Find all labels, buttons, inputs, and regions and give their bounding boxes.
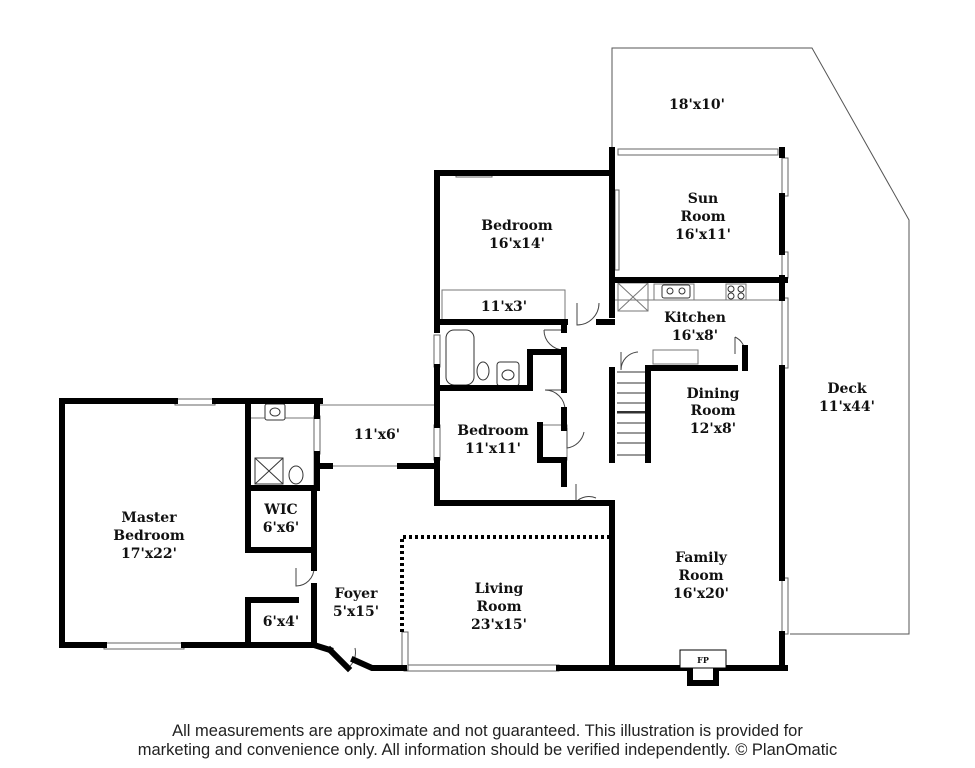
room-dims-porch: 11'x6' <box>354 427 400 443</box>
room-name-sun-room-line1: Sun <box>688 191 718 207</box>
toilet-icon <box>476 361 490 381</box>
room-name-family-line1: Family <box>675 550 728 566</box>
stove-icon <box>727 285 735 293</box>
deck-outline <box>611 47 910 635</box>
room-dims-deck: 11'x44' <box>819 399 875 415</box>
room-dims-family: 16'x20' <box>673 586 729 602</box>
room-dims-sun-room: 16'x11' <box>675 227 731 243</box>
room-name-bedroom-1: Bedroom <box>481 218 553 234</box>
room-dims-dining: 12'x8' <box>690 421 736 437</box>
room-dims-master: 17'x22' <box>121 546 177 562</box>
room-dims-deck-upper: 18'x10' <box>669 97 725 113</box>
disclaimer-line-2: marketing and convenience only. All info… <box>137 741 838 759</box>
room-name-bedroom-2: Bedroom <box>457 423 529 439</box>
room-dims-closet-2: 6'x4' <box>263 614 299 630</box>
disclaimer-footer: All measurements are approximate and not… <box>0 722 975 760</box>
room-dims-closet-1: 11'x3' <box>481 299 527 315</box>
walls <box>59 147 788 686</box>
room-name-living-line1: Living <box>475 581 524 597</box>
room-dims-living: 23'x15' <box>471 617 527 633</box>
fixtures <box>254 284 745 485</box>
room-dims-bedroom-2: 11'x11' <box>465 441 521 457</box>
room-name-master-line2: Bedroom <box>113 528 185 544</box>
disclaimer-line-1: All measurements are approximate and not… <box>172 722 803 740</box>
room-dims-wic: 6'x6' <box>263 520 299 536</box>
room-name-living-line2: Room <box>476 599 521 615</box>
room-name-family-line2: Room <box>678 568 723 584</box>
kitchen-sink-icon <box>661 284 691 299</box>
fireplace-icon <box>679 649 727 669</box>
room-labels: 18'x10' Sun Room 16'x11' Bedroom 16'x14'… <box>113 97 875 633</box>
room-name-master-line1: Master <box>121 510 177 526</box>
room-name-kitchen: Kitchen <box>664 310 726 326</box>
room-dims-foyer: 5'x15' <box>333 604 379 620</box>
living-room-opening <box>400 535 612 632</box>
fireplace-label: FP <box>697 655 709 665</box>
room-name-wic: WIC <box>263 502 297 518</box>
toilet-icon-2 <box>288 465 304 485</box>
room-name-deck: Deck <box>827 381 867 397</box>
room-name-sun-room-line2: Room <box>680 209 725 225</box>
room-name-dining-line2: Room <box>690 403 735 419</box>
stairs-icon <box>617 371 649 456</box>
room-dims-kitchen: 16'x8' <box>672 328 718 344</box>
bathtub-icon <box>445 329 475 386</box>
room-name-dining-line1: Dining <box>687 386 740 402</box>
room-name-foyer: Foyer <box>335 586 379 602</box>
room-dims-bedroom-1: 16'x14' <box>489 236 545 252</box>
